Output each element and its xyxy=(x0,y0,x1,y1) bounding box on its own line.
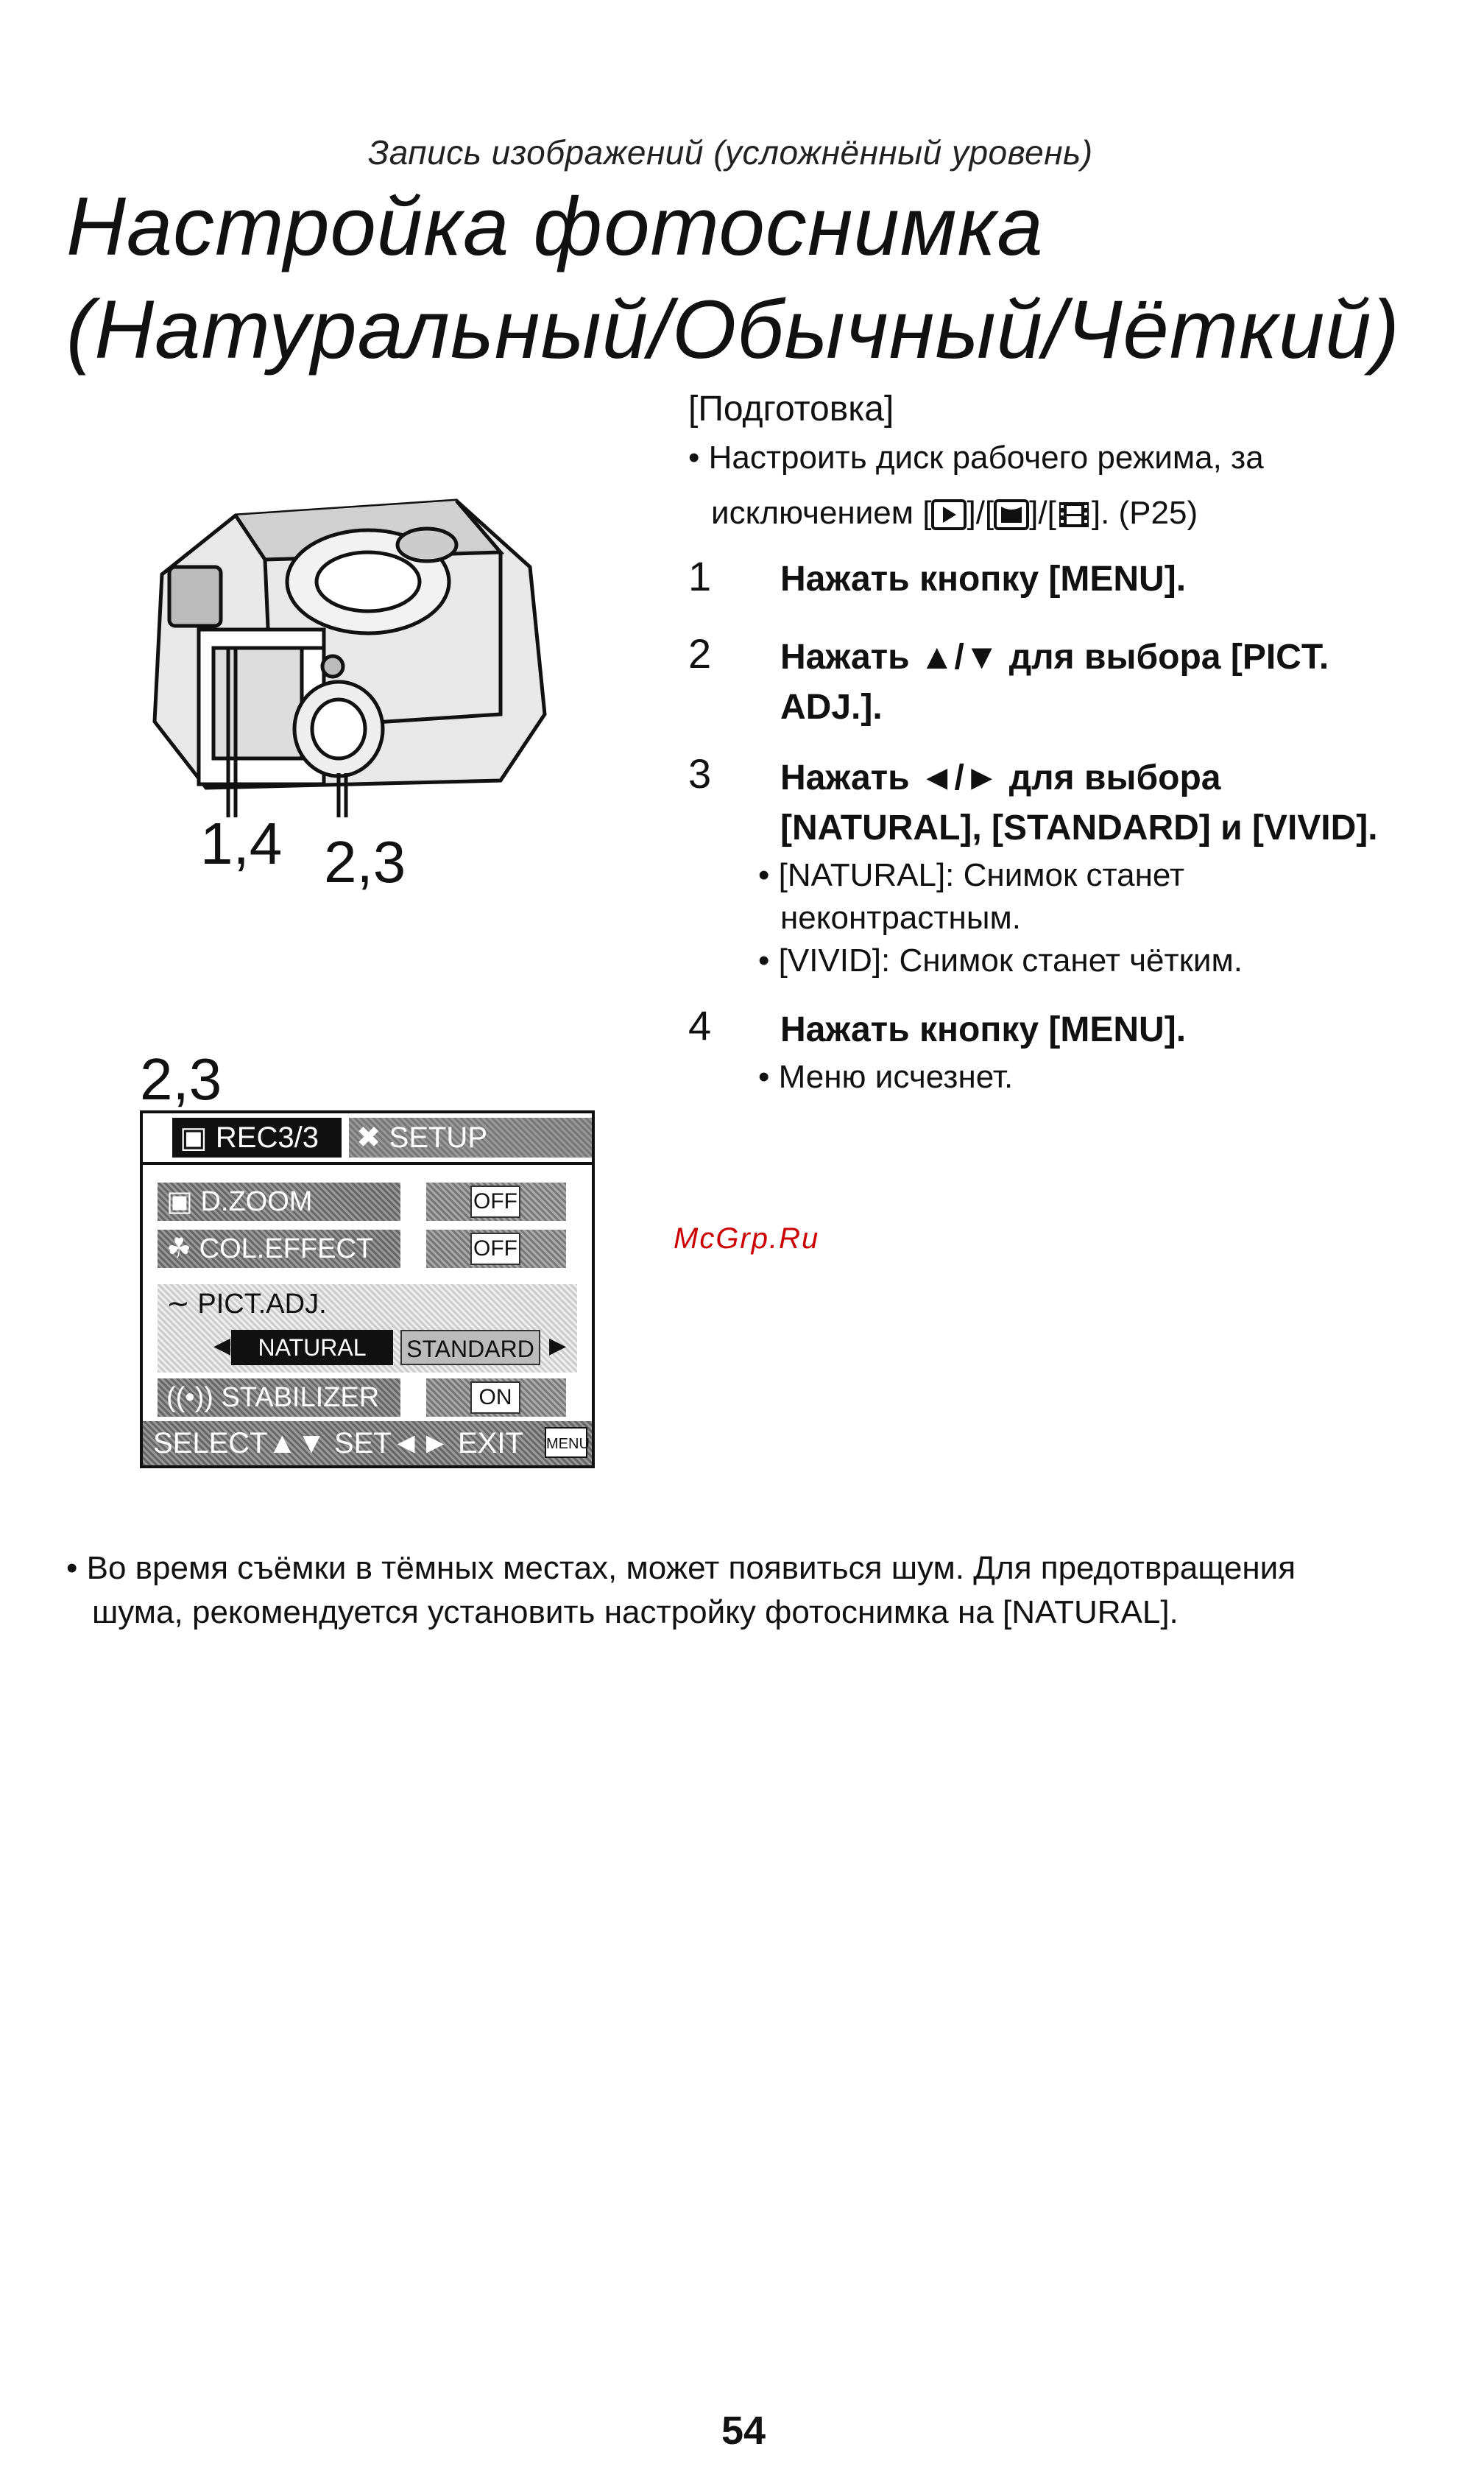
footer-menu-badge: MENU xyxy=(545,1427,590,1458)
dzoom-value-text: OFF xyxy=(470,1186,520,1218)
step-1-text: Нажать кнопку [MENU]. xyxy=(780,560,1187,599)
prep-bullet-line-1: • Настроить диск рабочего режима, за xyxy=(688,440,1264,476)
tab-setup-label: SETUP xyxy=(389,1121,487,1154)
camera-icon: ▣ xyxy=(180,1121,208,1154)
page-title: Настройка фотоснимка (Натуральный/Обычны… xyxy=(66,175,1400,381)
col-effect-label: ☘ COL.EFFECT xyxy=(158,1230,400,1268)
lcd-footer: SELECT▲▼ SET◄► EXIT MENU xyxy=(143,1421,592,1465)
watermark: McGrp.Ru xyxy=(674,1222,820,1255)
simple-mode-heart-icon xyxy=(994,499,1030,531)
motion-picture-mode-icon xyxy=(1056,499,1092,530)
title-line-1: Настройка фотоснимка xyxy=(66,180,1044,272)
tab-rec: ▣ REC3/3 xyxy=(172,1118,342,1158)
callout-2-3: 2,3 xyxy=(324,829,406,895)
tab-rec-label: REC3/3 xyxy=(215,1121,319,1154)
step-4-number: 4 xyxy=(688,1002,712,1049)
pict-adj-label: ∼ PICT.ADJ. xyxy=(166,1287,327,1320)
menu-row-dzoom: ▣ D.ZOOM OFF xyxy=(158,1183,577,1221)
step-3-sub-2: • [VIVID]: Снимок станет чётким. xyxy=(758,943,1243,979)
dzoom-text: D.ZOOM xyxy=(200,1186,313,1217)
camera-illustration xyxy=(152,499,547,817)
prep-heading: [Подготовка] xyxy=(688,390,894,429)
step-3-line-1: Нажать ◄/► для выбора xyxy=(780,758,1221,797)
wrench-icon: ✖ xyxy=(356,1121,381,1154)
step-3-line-2: [NATURAL], [STANDARD] и [VIVID]. xyxy=(780,809,1378,848)
menu-row-stabilizer: ((•)) STABILIZER ON xyxy=(158,1378,577,1417)
prep-text-post: ]. (P25) xyxy=(1091,495,1198,531)
lcd-menu-screen: ▣ REC3/3 ✖ SETUP ▣ D.ZOOM OFF ☘ COL.EFFE… xyxy=(140,1110,595,1468)
playback-mode-icon xyxy=(931,499,967,531)
note-line-1: • Во время съёмки в тёмных местах, может… xyxy=(66,1550,1296,1586)
stabilizer-value: ON xyxy=(426,1378,566,1417)
dzoom-icon: ▣ xyxy=(166,1186,193,1217)
step-3-number: 3 xyxy=(688,750,712,797)
step-4-sub-1: • Меню исчезнет. xyxy=(758,1059,1014,1095)
option-standard: STANDARD xyxy=(400,1330,540,1365)
col-effect-icon: ☘ xyxy=(166,1233,192,1264)
stabilizer-label: ((•)) STABILIZER xyxy=(158,1378,400,1417)
step-1-number: 1 xyxy=(688,553,712,599)
menu-row-pict-adj: ∼ PICT.ADJ. ◀ NATURAL STANDARD ▶ xyxy=(158,1284,577,1373)
lcd-tab-bar: ▣ REC3/3 ✖ SETUP xyxy=(143,1113,592,1165)
col-effect-value: OFF xyxy=(426,1230,566,1268)
dzoom-label: ▣ D.ZOOM xyxy=(158,1183,400,1221)
stabilizer-value-text: ON xyxy=(470,1381,520,1414)
note-line-2: шума, рекомендуется установить настройку… xyxy=(92,1594,1179,1630)
step-2-line-2: ADJ.]. xyxy=(780,688,883,727)
title-line-2: (Натуральный/Обычный/Чёткий) xyxy=(66,283,1400,376)
menu-row-col-effect: ☘ COL.EFFECT OFF xyxy=(158,1230,577,1268)
tab-setup: ✖ SETUP xyxy=(349,1118,592,1158)
step-3-sub-1-line-2: неконтрастным. xyxy=(780,900,1021,936)
page-number: 54 xyxy=(721,2409,766,2453)
option-natural: NATURAL xyxy=(231,1330,393,1365)
stabilizer-text: STABILIZER xyxy=(221,1382,380,1413)
section-subtitle: Запись изображений (усложнённый уровень) xyxy=(368,133,1093,172)
dzoom-value: OFF xyxy=(426,1183,566,1221)
prep-bullet-line-2: исключением []/[]/[]. (P25) xyxy=(711,495,1198,531)
stabilizer-icon: ((•)) xyxy=(166,1382,213,1413)
step-2-number: 2 xyxy=(688,630,712,677)
prep-text-pre: исключением [ xyxy=(711,495,932,531)
callout-1-4: 1,4 xyxy=(200,811,283,876)
step-4-text: Нажать кнопку [MENU]. xyxy=(780,1010,1187,1049)
step-3-sub-1-line-1: • [NATURAL]: Снимок станет xyxy=(758,857,1185,893)
footer-text: SELECT▲▼ SET◄► EXIT xyxy=(153,1427,523,1459)
pict-adj-icon: ∼ xyxy=(166,1289,190,1320)
pict-adj-text: PICT.ADJ. xyxy=(197,1289,327,1320)
arrow-right-icon: ▶ xyxy=(549,1334,567,1358)
col-effect-value-text: OFF xyxy=(470,1233,520,1265)
menu-caption: 2,3 xyxy=(140,1046,222,1112)
step-2-line-1: Нажать ▲/▼ для выбора [PICT. xyxy=(780,638,1329,677)
arrow-left-icon: ◀ xyxy=(213,1334,231,1358)
col-effect-text: COL.EFFECT xyxy=(199,1233,374,1264)
